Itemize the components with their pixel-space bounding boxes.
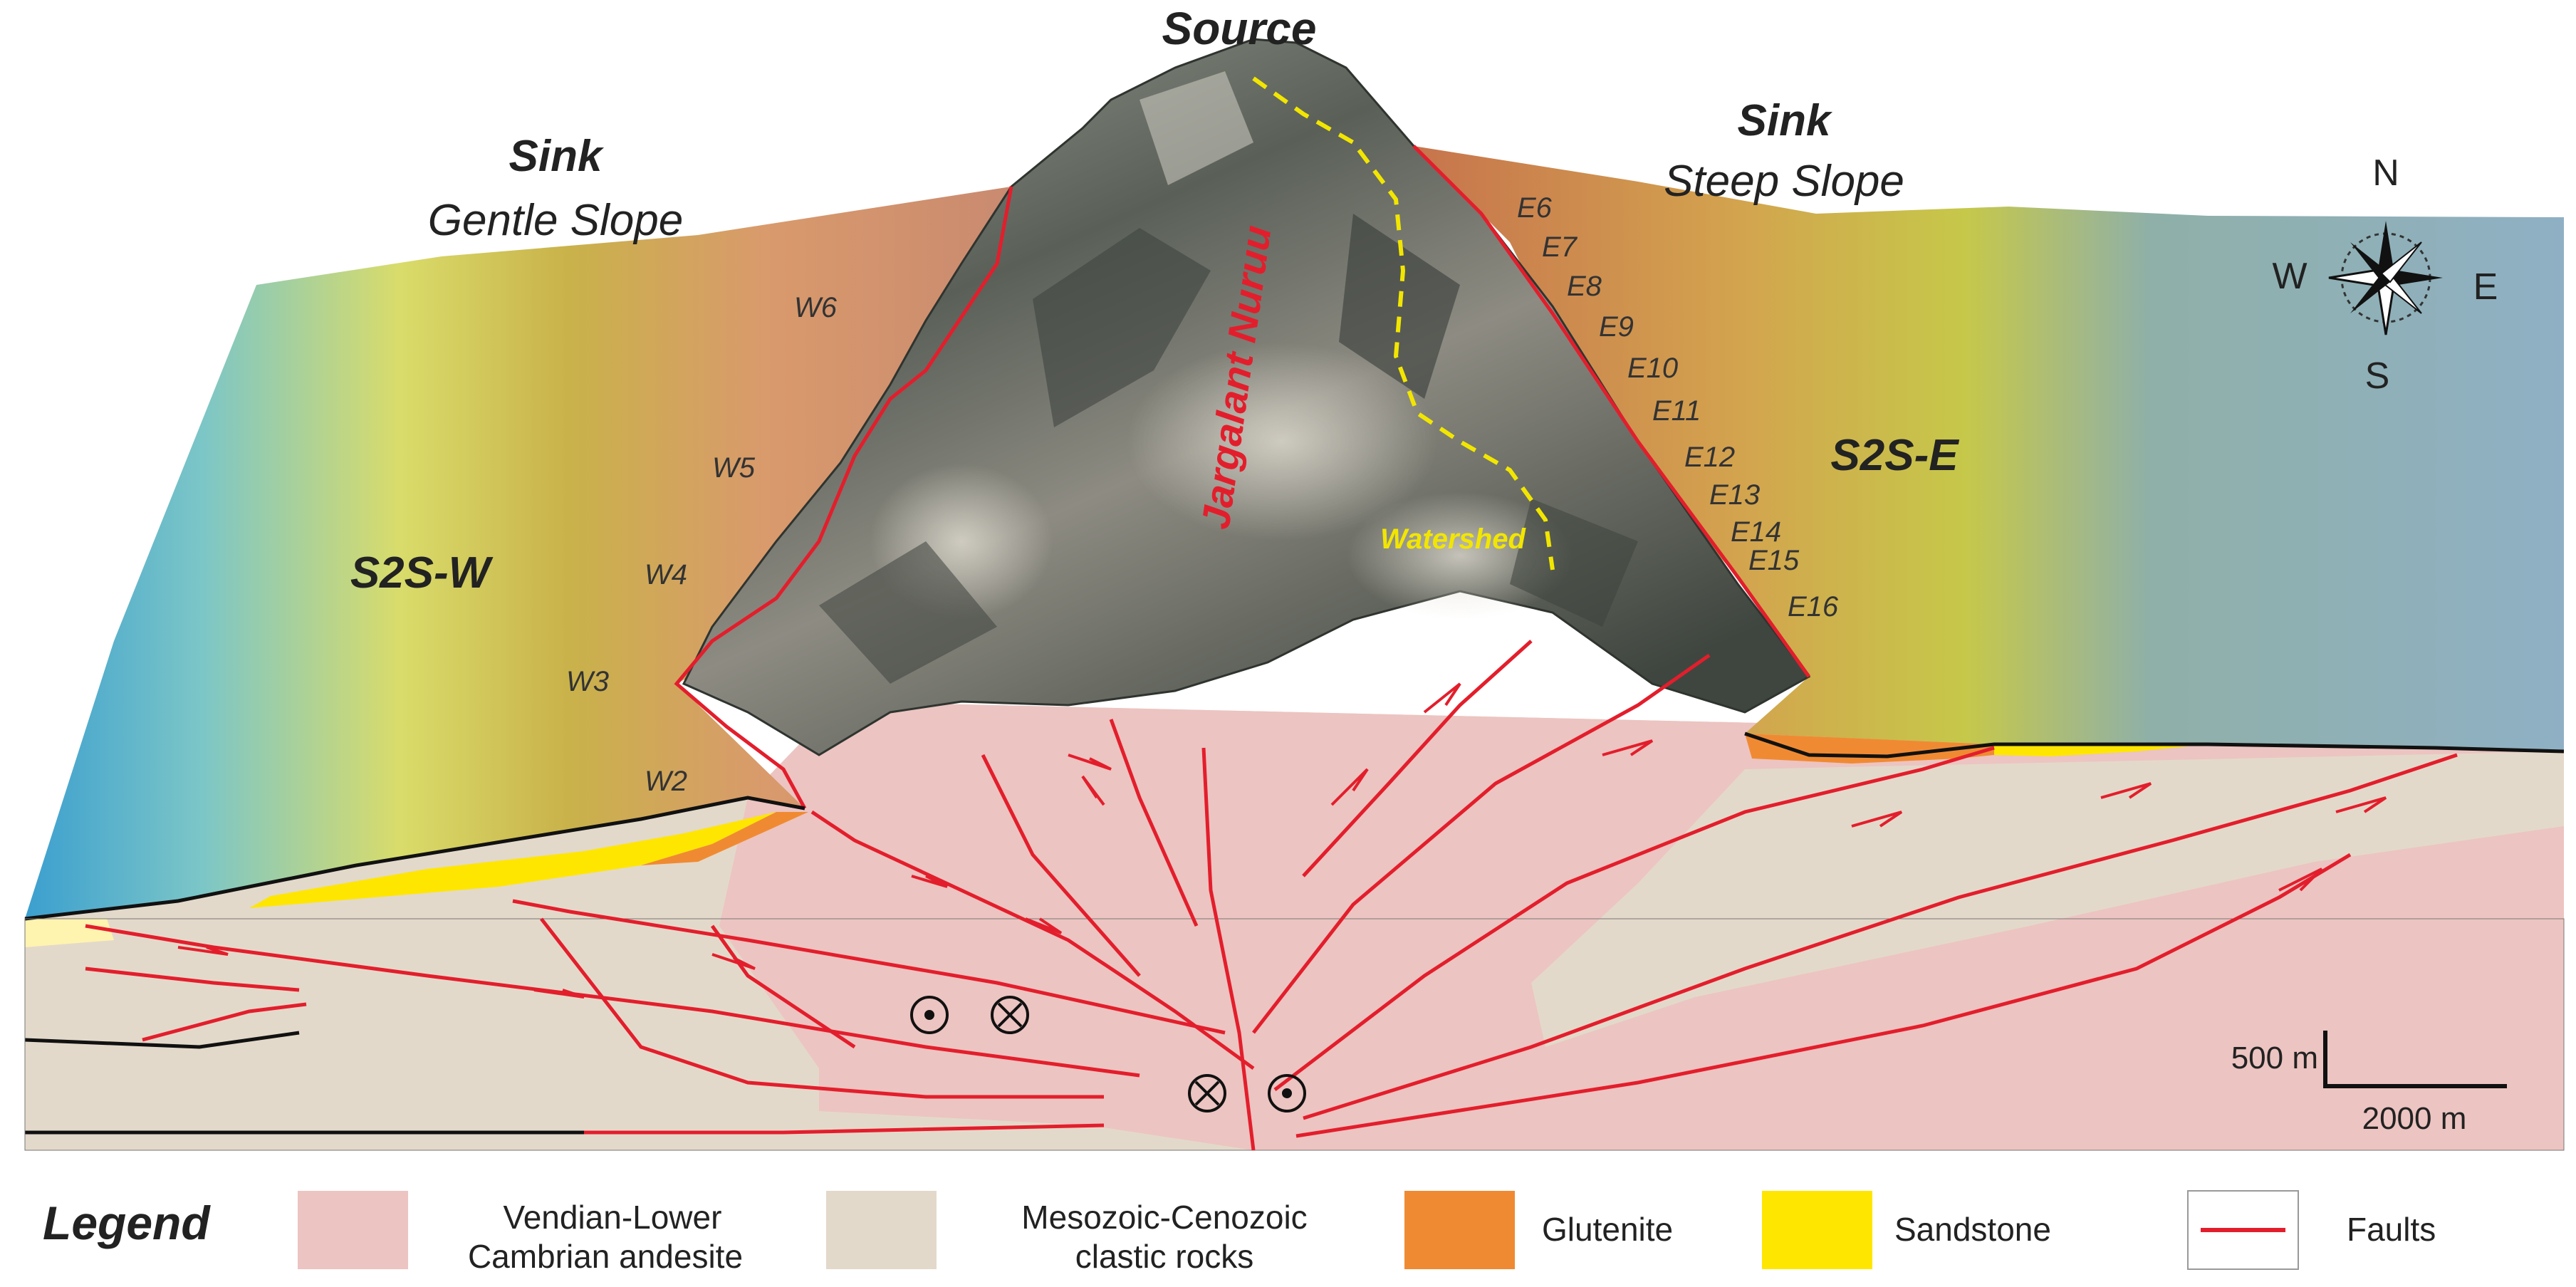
scale-bar [2323,1031,2507,1088]
system-west-label: S2S-W [350,548,494,598]
sample-e9: E9 [1599,311,1634,343]
block-frame [24,918,2565,1151]
east-sink-label: Sink [1738,96,1833,145]
legend: Legend Vendian-Lower Cambrian andesite M… [43,1190,2436,1275]
sample-e13: E13 [1709,479,1760,511]
sample-e10: E10 [1627,353,1678,384]
west-sandstone [249,812,776,908]
legend-swatch-andesite [298,1191,408,1269]
strike-slip-symbols [910,996,1306,1113]
legend-label-sandstone: Sandstone [1894,1211,2051,1248]
compass-south: S [2365,355,2390,397]
andesite-east-lower [1396,826,2564,1150]
east-surface [1414,146,2564,751]
watershed-text: Watershed [1380,523,1526,555]
legend-label-clastic-2: clastic rocks [1075,1238,1253,1275]
west-surface [25,187,1011,919]
sample-w3: W3 [566,666,609,697]
system-east-label: S2S-E [1830,431,1959,480]
source-label: Source [1162,3,1317,54]
legend-label-glutenite: Glutenite [1542,1211,1673,1248]
compass-west: W [2272,256,2307,297]
sample-e8: E8 [1567,271,1602,302]
scale-vertical-label: 500 m [2231,1041,2318,1075]
sample-w6: W6 [794,292,838,323]
west-sink-label: Sink [509,132,605,181]
rock-texture [819,71,1638,684]
sample-e6: E6 [1517,192,1553,224]
clastic-east-wedge [1531,751,2564,1047]
sample-w2: W2 [645,766,687,797]
fault-motion-arrows [177,682,2387,999]
sample-e15: E15 [1748,545,1800,576]
legend-swatch-sandstone [1762,1191,1872,1269]
west-sample-labels: W6 W5 W4 W3 W2 [566,292,838,797]
legend-swatch-glutenite [1404,1191,1515,1269]
legend-swatch-clastic [826,1191,937,1269]
legend-label-clastic-1: Mesozoic-Cenozoic [1021,1199,1307,1236]
fault-network [85,640,2458,1151]
east-sandstone [1994,744,2208,756]
east-slope-label: Steep Slope [1664,157,1904,206]
compass-east: E [2473,266,2498,308]
east-boundary-fault [1412,145,1811,678]
sample-e7: E7 [1542,231,1578,263]
west-slope-label: Gentle Slope [428,196,683,245]
legend-title: Legend [43,1197,211,1249]
west-unconformity [24,1031,300,1049]
watershed-line [1252,76,1555,570]
east-sample-labels: E6 E7 E8 E9 E10 E11 E12 E13 E14 E15 E16 [1517,192,1839,622]
sample-e11: E11 [1652,395,1701,427]
sample-e14: E14 [1731,516,1781,548]
legend-label-faults: Faults [2347,1211,2436,1248]
sample-e12: E12 [1684,442,1735,473]
west-boundary-fault [674,186,1013,810]
compass-rose-icon [2328,221,2443,335]
west-surface-edge [24,796,805,921]
west-glutenite [641,812,808,865]
scale-horizontal-label: 2000 m [2362,1101,2467,1136]
east-surface-edge [1744,731,2565,759]
sample-w5: W5 [712,452,756,484]
legend-label-andesite-2: Cambrian andesite [468,1238,743,1275]
sample-w4: W4 [645,559,687,590]
compass-north: N [2372,152,2399,194]
sample-e16: E16 [1788,591,1839,622]
legend-label-andesite-1: Vendian-Lower [504,1199,722,1236]
